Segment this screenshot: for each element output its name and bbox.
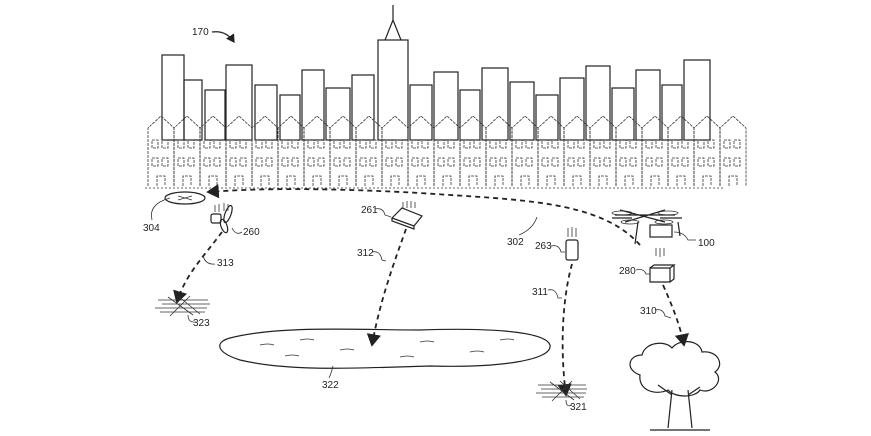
leader-261 (374, 208, 392, 218)
leader-304 (151, 197, 171, 221)
leader-310 (654, 309, 672, 319)
leader-322 (328, 365, 334, 379)
fall-path-311 (557, 263, 573, 397)
leader-312 (371, 251, 387, 262)
label-312: 312 (357, 248, 374, 259)
row-house (303, 115, 331, 186)
label-263: 263 (535, 241, 552, 252)
label-323: 323 (193, 318, 210, 329)
leader-323 (187, 314, 197, 323)
building (683, 59, 711, 141)
row-house (147, 115, 175, 186)
row-house (225, 115, 253, 186)
building (225, 64, 253, 141)
row-house (251, 115, 279, 186)
row-house (329, 115, 357, 186)
label-304: 304 (143, 223, 160, 234)
row-house (199, 115, 227, 186)
leader-321 (565, 399, 573, 407)
row-house (433, 115, 461, 186)
leader-311 (547, 289, 562, 299)
uav-drone-100 (611, 209, 682, 257)
label-313: 313 (217, 258, 234, 269)
fall-path-313 (173, 231, 223, 304)
building (377, 39, 409, 141)
fall-path-312 (366, 228, 407, 347)
leader-313 (202, 254, 216, 265)
package-280 (649, 264, 676, 283)
building (535, 94, 559, 141)
row-house (693, 115, 721, 186)
building (635, 69, 661, 141)
row-house (719, 115, 747, 186)
tree (629, 341, 721, 431)
landing-pad (164, 191, 206, 205)
label-302: 302 (507, 237, 524, 248)
row-house (667, 115, 695, 186)
item-263-container (565, 227, 579, 261)
row-house (563, 115, 591, 186)
row-house (355, 115, 383, 186)
building (351, 74, 375, 141)
label-100: 100 (698, 238, 715, 249)
row-house (407, 115, 435, 186)
row-house (485, 115, 513, 186)
ground-patch-321 (536, 380, 587, 402)
leader-280 (635, 269, 650, 275)
label-310: 310 (640, 306, 657, 317)
leader-170 (211, 31, 235, 43)
ground-patch-323 (155, 295, 210, 317)
row-house (173, 115, 201, 186)
building (433, 71, 459, 141)
building (611, 87, 635, 141)
lake-322 (219, 328, 551, 369)
flight-path-302 (206, 183, 641, 246)
building (204, 89, 226, 141)
item-261-package (390, 201, 423, 230)
leader-260 (231, 227, 243, 234)
city-skyline (161, 5, 711, 141)
leader-263 (550, 245, 565, 253)
fall-path-310 (662, 284, 689, 347)
label-321: 321 (570, 402, 587, 413)
building (301, 69, 325, 141)
label-260: 260 (243, 227, 260, 238)
building (459, 89, 481, 141)
building (279, 94, 301, 141)
label-311: 311 (532, 287, 548, 298)
row-house (537, 115, 565, 186)
label-280: 280 (619, 266, 636, 277)
row-house (511, 115, 539, 186)
building (661, 84, 683, 141)
row-house (641, 115, 669, 186)
tower-spire (384, 5, 402, 41)
row-house (381, 115, 409, 186)
row-house (615, 115, 643, 186)
label-322: 322 (322, 380, 339, 391)
row-house (589, 115, 617, 186)
building (509, 81, 535, 141)
building (254, 84, 278, 141)
row-house (277, 115, 305, 186)
building (409, 84, 433, 141)
row-houses (147, 115, 747, 186)
leader-302 (518, 216, 538, 236)
item-260-container-and-propeller (210, 203, 233, 234)
label-170: 170 (192, 27, 209, 38)
label-261: 261 (361, 205, 378, 216)
leader-100 (673, 231, 696, 241)
building (183, 79, 203, 141)
row-house (459, 115, 487, 186)
